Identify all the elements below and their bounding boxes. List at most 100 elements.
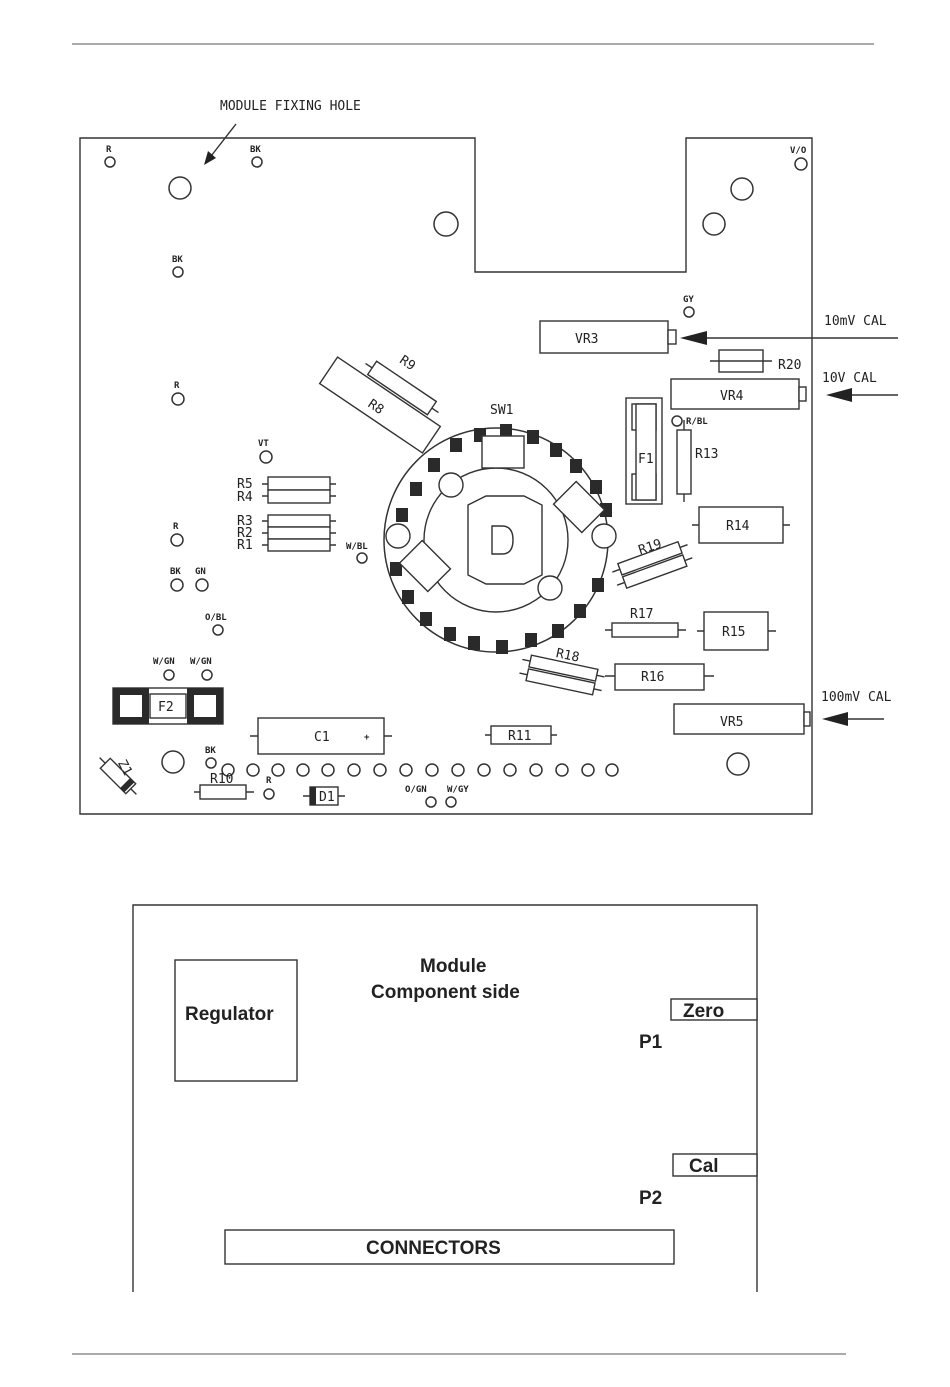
wire-pad-gy — [684, 307, 694, 317]
wire-pad-label: BK — [205, 746, 216, 756]
module-title: Module — [420, 956, 487, 977]
svg-text:R17: R17 — [630, 607, 653, 622]
wire-pad-bk — [206, 758, 216, 768]
svg-text:R20: R20 — [778, 358, 801, 373]
svg-text:R13: R13 — [695, 447, 718, 462]
r11-resistor: R11 — [485, 726, 557, 744]
svg-text:10mV CAL: 10mV CAL — [824, 314, 887, 329]
svg-text:VR5: VR5 — [720, 715, 743, 730]
svg-text:F1: F1 — [638, 452, 654, 467]
wire-pad-label: R/BL — [686, 417, 708, 427]
mounting-hole — [731, 178, 753, 200]
d1-diode: D1 — [303, 787, 345, 805]
svg-text:+: + — [364, 733, 370, 743]
svg-text:R4: R4 — [237, 490, 253, 505]
mounting-hole — [434, 212, 458, 236]
module-diagram: Regulator Module Component side Zero P1 … — [133, 905, 757, 1292]
r5-r4-resistors: R5 R4 — [237, 477, 336, 505]
svg-text:100mV CAL: 100mV CAL — [821, 690, 892, 705]
wire-pad-label: GN — [195, 567, 206, 577]
pcb-layout: MODULE FIXING HOLE R BK V/O BK GY R R/BL… — [80, 99, 898, 814]
cal-10v-annotation: 10V CAL — [822, 371, 898, 402]
svg-text:D1: D1 — [319, 790, 335, 805]
wire-pad-w-gn — [164, 670, 174, 680]
r10-resistor: R10 — [194, 772, 254, 799]
wire-pad-label: VT — [258, 439, 269, 449]
cal-100mv-annotation: 100mV CAL — [821, 690, 892, 726]
connectors-label: CONNECTORS — [366, 1238, 501, 1259]
svg-text:10V CAL: 10V CAL — [822, 371, 877, 386]
wire-pad-label: W/GN — [190, 657, 212, 667]
r15-resistor: R15 — [697, 612, 776, 650]
wire-pad-label: V/O — [790, 146, 807, 156]
wire-pad-r — [264, 789, 274, 799]
svg-text:R10: R10 — [210, 772, 233, 787]
mounting-hole — [727, 753, 749, 775]
wire-pad-label: W/GN — [153, 657, 175, 667]
wire-pad-vt — [260, 451, 272, 463]
f1-fuse: F1 — [626, 398, 662, 504]
r13-resistor: R13 — [677, 420, 718, 502]
svg-text:F2: F2 — [158, 700, 174, 715]
svg-text:R15: R15 — [722, 625, 745, 640]
svg-text:C1: C1 — [314, 730, 330, 745]
svg-text:R1: R1 — [237, 538, 253, 553]
svg-text:R16: R16 — [641, 670, 664, 685]
wire-pad-w-bl — [357, 553, 367, 563]
wire-pad-r — [171, 534, 183, 546]
z1-zener — [95, 753, 142, 800]
wire-pad-w-gn — [202, 670, 212, 680]
mounting-hole — [703, 213, 725, 235]
mounting-hole — [169, 177, 191, 199]
r17-resistor: R17 — [605, 607, 686, 637]
svg-text:R11: R11 — [508, 729, 531, 744]
wire-pad-label: R — [173, 522, 179, 532]
svg-text:SW1: SW1 — [490, 403, 513, 418]
f2-fuse: F2 — [113, 688, 223, 724]
wire-pad-label: BK — [170, 567, 181, 577]
wire-pad-bk — [171, 579, 183, 591]
wire-pad-r — [172, 393, 184, 405]
r16-resistor: R16 — [605, 664, 714, 690]
wire-pad-r — [105, 157, 115, 167]
svg-text:VR3: VR3 — [575, 332, 598, 347]
wire-pad-w-gy — [446, 797, 456, 807]
c1-capacitor: C1 + — [250, 718, 392, 754]
wire-pad-bk — [173, 267, 183, 277]
wire-pad-label: R — [266, 776, 272, 786]
wire-pad-label: O/GN — [405, 785, 427, 795]
wire-pad-label: R — [106, 145, 112, 155]
r9-label: R9 — [397, 353, 418, 374]
p1-label: P1 — [639, 1032, 663, 1053]
svg-text:R14: R14 — [726, 519, 750, 534]
svg-text:VR4: VR4 — [720, 389, 744, 404]
r20-resistor: R20 — [710, 350, 801, 373]
wire-pad-r-bl — [672, 416, 682, 426]
wire-pad-label: W/GY — [447, 785, 469, 795]
p2-label: P2 — [639, 1188, 662, 1209]
wire-pad-label: W/BL — [346, 542, 368, 552]
r3-r2-r1-resistors: R3 R2 R1 — [237, 514, 336, 553]
connector-pad-row — [222, 764, 618, 776]
cal-label: Cal — [689, 1156, 719, 1177]
mounting-hole — [162, 751, 184, 773]
wire-pad-label: BK — [172, 255, 183, 265]
wire-pad-label: R — [174, 381, 180, 391]
wire-pad-o-gn — [426, 797, 436, 807]
vr5-potentiometer: VR5 — [674, 704, 810, 734]
module-subtitle: Component side — [371, 982, 520, 1003]
regulator-label: Regulator — [185, 1004, 274, 1025]
wire-pad-label: BK — [250, 145, 261, 155]
cal-10mv-annotation: 10mV CAL — [680, 314, 898, 345]
vr4-potentiometer: VR4 — [671, 379, 806, 409]
zero-label: Zero — [683, 1001, 724, 1022]
wire-pad-bk — [252, 157, 262, 167]
fixing-hole-label: MODULE FIXING HOLE — [220, 99, 361, 114]
wire-pad-label: GY — [683, 295, 694, 305]
wire-pad-label: O/BL — [205, 613, 227, 623]
wire-pad-gn — [196, 579, 208, 591]
vr3-potentiometer: VR3 — [540, 321, 676, 353]
r14-resistor: R14 — [692, 507, 790, 543]
fixing-hole-arrow — [208, 124, 236, 160]
